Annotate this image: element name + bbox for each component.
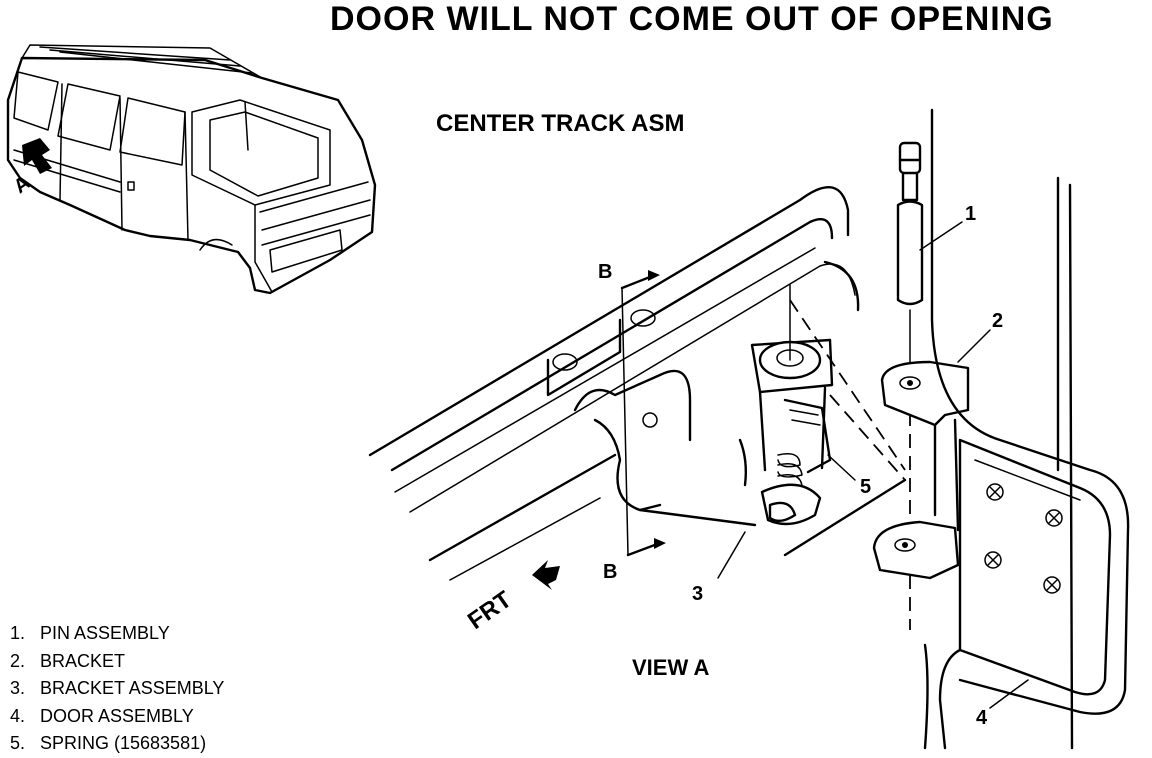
pin-assembly (896, 141, 924, 630)
bracket-assembly (738, 284, 834, 526)
legend-item: 1.PIN ASSEMBLY (10, 623, 170, 643)
center-track-label: CENTER TRACK ASM (436, 110, 685, 137)
section-label-top: B (598, 261, 612, 283)
parts-legend: 1.PIN ASSEMBLY 2.BRACKET 3.BRACKET ASSEM… (10, 620, 224, 758)
alignment-line-lower (829, 394, 906, 481)
track-end-edge (783, 478, 907, 557)
front-arrow-icon (532, 560, 560, 590)
callout-5: 5 (860, 476, 871, 498)
alignment-line-upper (789, 299, 906, 471)
callout-4: 4 (976, 707, 988, 729)
legend-item: 5.SPRING (15683581) (10, 733, 207, 754)
van-illustration (6, 44, 377, 295)
center-track-rail (368, 185, 860, 581)
legend-item: 3.BRACKET ASSEMBLY (10, 678, 225, 699)
callout-1: 1 (965, 203, 976, 225)
hinge-bracket (872, 360, 970, 580)
callout-2: 2 (992, 310, 1003, 332)
view-a-marker-letter: A (10, 172, 34, 198)
section-label-bottom: B (603, 561, 617, 583)
door-assembly (923, 108, 1130, 750)
diagram-title: DOOR WILL NOT COME OUT OF OPENING (330, 0, 1054, 38)
legend-item: 2.BRACKET (10, 650, 126, 671)
legend-item: 4.DOOR ASSEMBLY (10, 705, 194, 726)
front-direction-indicator: FRT (463, 586, 517, 635)
view-a-marker: A (10, 172, 34, 198)
view-a-label: VIEW A (632, 655, 710, 680)
section-line-b: B B (598, 261, 666, 583)
callout-leaders (717, 221, 1029, 709)
front-label: FRT (463, 586, 517, 635)
callout-3: 3 (692, 583, 703, 605)
